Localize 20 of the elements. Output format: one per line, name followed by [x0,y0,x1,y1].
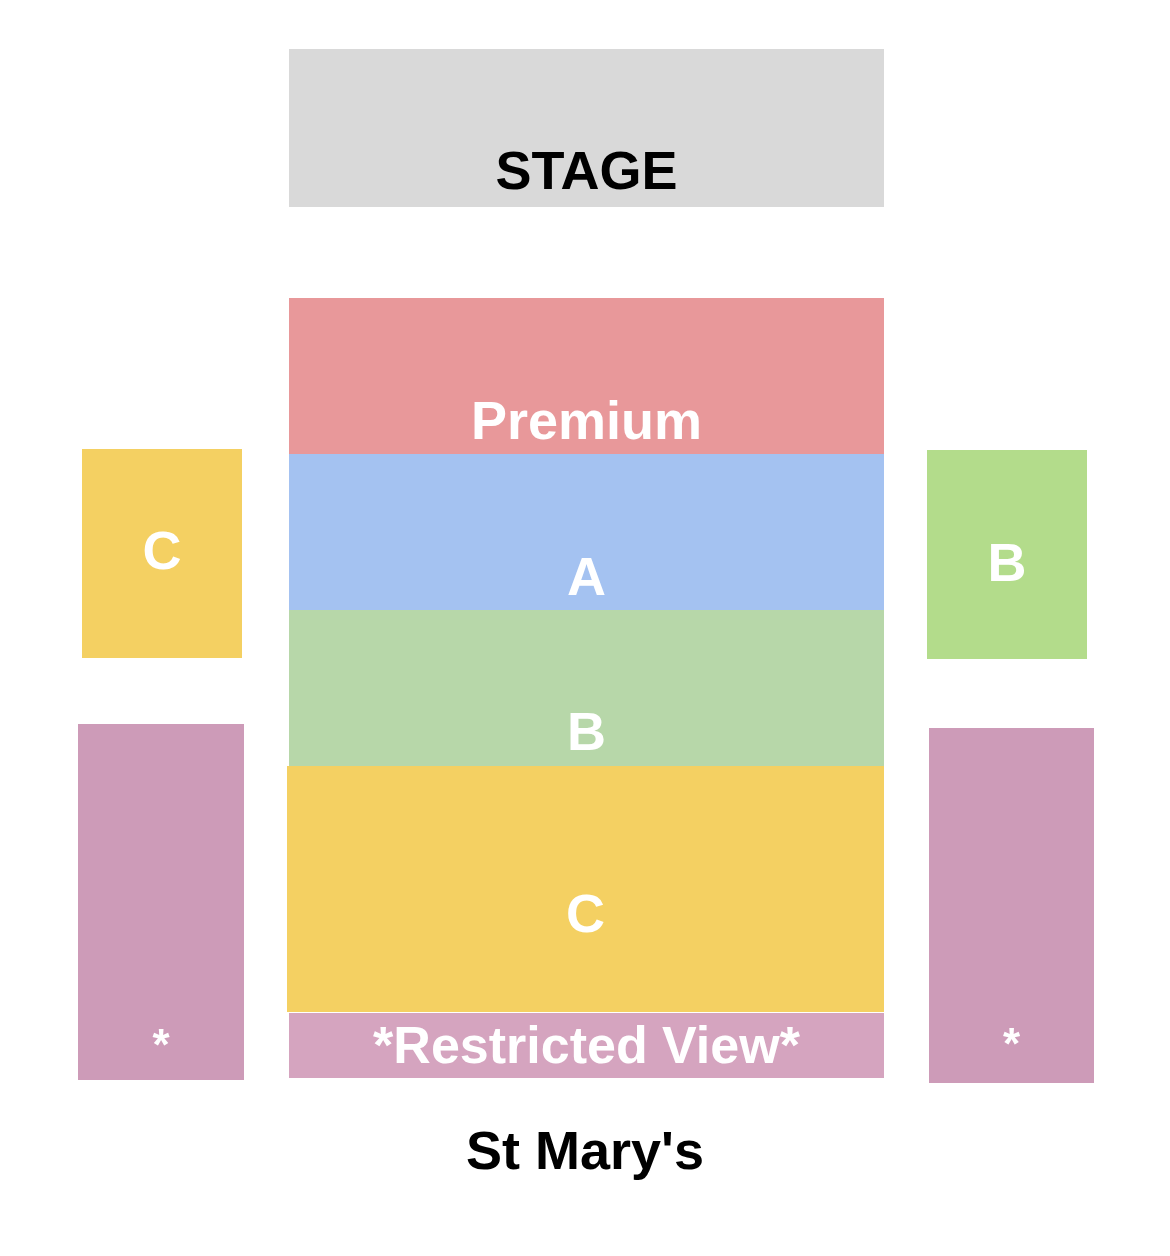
section-label: A [567,549,606,603]
seating-section [289,454,884,610]
seating-section [289,1013,884,1078]
section-label: * [1002,1022,1021,1066]
seating-section [78,724,244,1080]
section-label: Premium [470,393,703,447]
seating-section [289,298,884,454]
seating-section [927,450,1087,659]
seating-section [287,766,884,1012]
section-label: C [566,886,605,940]
stage-label: STAGE [495,143,678,197]
section-label: B [567,704,606,758]
seating-section [82,449,242,658]
stage-area [289,49,884,207]
section-label: C [142,523,182,577]
section-label: *Restricted View* [373,1019,800,1071]
section-label: B [987,535,1027,589]
seating-section [929,728,1094,1083]
section-label: * [152,1023,170,1067]
seating-section [289,610,884,766]
